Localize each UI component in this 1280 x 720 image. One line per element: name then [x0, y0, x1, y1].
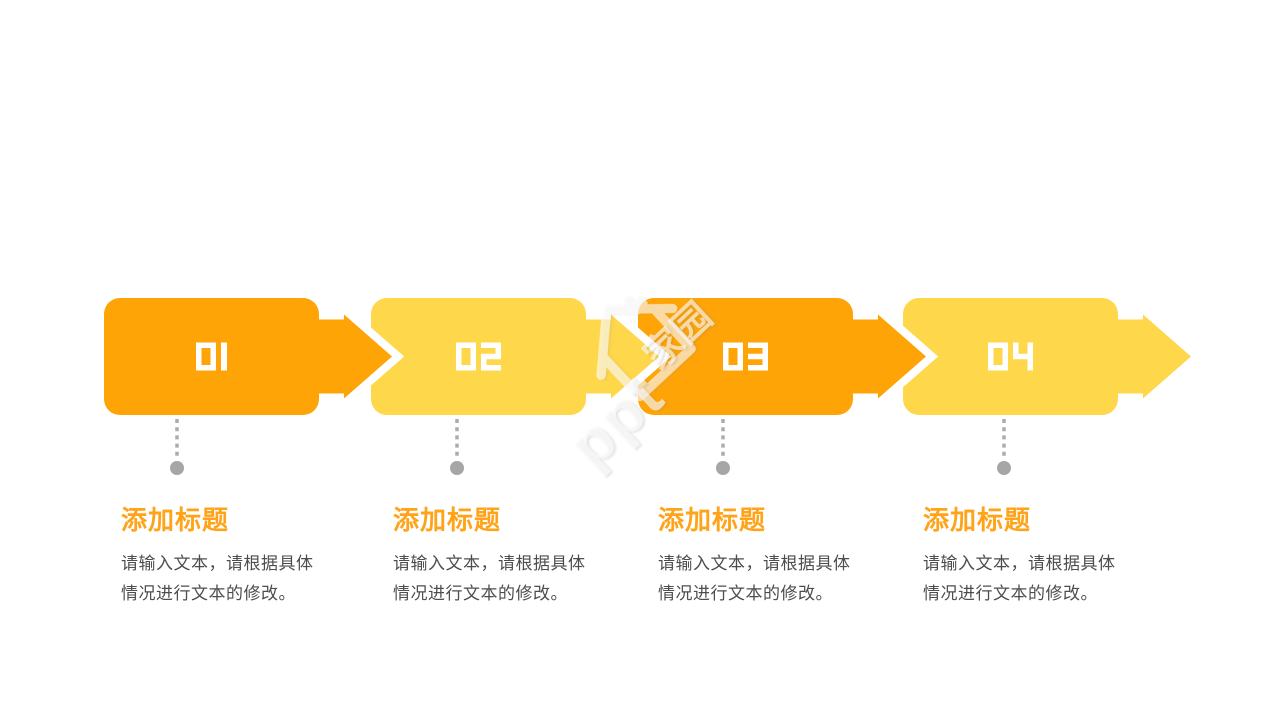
step-title[interactable]: 添加标题: [393, 505, 502, 535]
connector-dot: [170, 461, 184, 475]
step-block[interactable]: [903, 298, 1118, 415]
connector-dot: [450, 461, 464, 475]
step-block[interactable]: [371, 298, 586, 415]
step-description[interactable]: 请输入文本，请根据具体情况进行文本的修改。: [393, 554, 586, 603]
digit-glyph: [988, 342, 1008, 371]
step-column-1: 添加标题 请输入文本，请根据具体情况进行文本的修改。: [121, 505, 331, 609]
step-description[interactable]: 请输入文本，请根据具体情况进行文本的修改。: [923, 554, 1116, 603]
digit-glyph: [196, 342, 216, 371]
digit-glyph: [221, 342, 227, 371]
digit-glyph: [456, 342, 476, 371]
digit-glyph: [748, 342, 768, 371]
step-column-2: 添加标题 请输入文本，请根据具体情况进行文本的修改。: [393, 505, 603, 609]
step-title[interactable]: 添加标题: [121, 505, 230, 535]
digit-glyph: [481, 342, 501, 371]
step-number: [456, 342, 501, 371]
step-description[interactable]: 请输入文本，请根据具体情况进行文本的修改。: [658, 554, 851, 603]
connector-dot: [716, 461, 730, 475]
connector-dot: [997, 461, 1011, 475]
step-title[interactable]: 添加标题: [923, 505, 1032, 535]
step-description[interactable]: 请输入文本，请根据具体情况进行文本的修改。: [121, 554, 314, 603]
step-title[interactable]: 添加标题: [658, 505, 767, 535]
digit-glyph: [723, 342, 743, 371]
digit-glyph: [1013, 342, 1033, 371]
step-number: [723, 342, 768, 371]
step-number: [988, 342, 1033, 371]
step-column-3: 添加标题 请输入文本，请根据具体情况进行文本的修改。: [658, 505, 868, 609]
step-number: [196, 342, 227, 371]
step-column-4: 添加标题 请输入文本，请根据具体情况进行文本的修改。: [923, 505, 1133, 609]
